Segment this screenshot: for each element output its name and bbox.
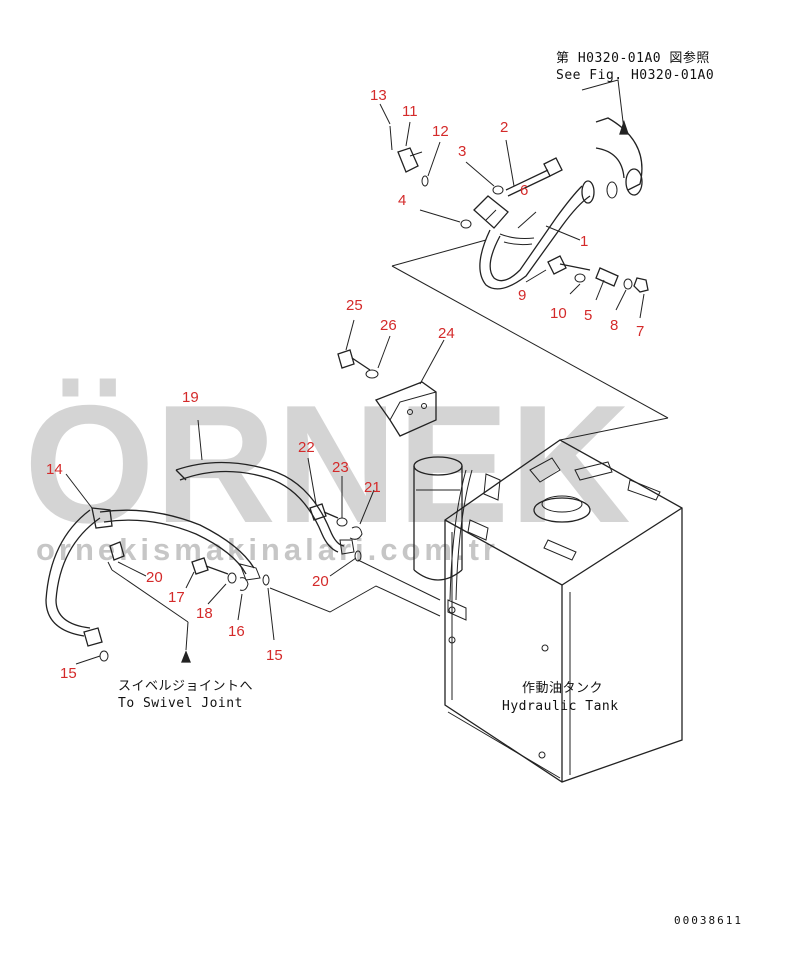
part-number: 5 bbox=[584, 307, 592, 324]
part-number: 16 bbox=[228, 623, 245, 640]
part-number: 19 bbox=[182, 389, 199, 406]
hose-assembly bbox=[45, 419, 441, 662]
part-number: 9 bbox=[518, 287, 526, 304]
part-number: 14 bbox=[46, 461, 63, 478]
swivel-joint-jp: スイベルジョイントへ bbox=[118, 679, 253, 694]
part-number: 20 bbox=[146, 569, 163, 586]
part-number: 25 bbox=[346, 297, 363, 314]
part-number: 7 bbox=[636, 323, 644, 340]
fig-reference-en: See Fig. H0320-01A0 bbox=[556, 68, 714, 83]
part-number: 20 bbox=[312, 573, 329, 590]
part-number: 15 bbox=[60, 665, 77, 682]
part-number: 8 bbox=[610, 317, 618, 334]
part-number: 13 bbox=[370, 87, 387, 104]
part-number: 15 bbox=[266, 647, 283, 664]
part-number: 11 bbox=[402, 103, 418, 120]
watermark: ÖRNEK ornekismakinalari.com.tr bbox=[24, 370, 631, 567]
part-number: 12 bbox=[432, 123, 449, 140]
part-number: 26 bbox=[380, 317, 397, 334]
part-number: 17 bbox=[168, 589, 185, 606]
swivel-joint-en: To Swivel Joint bbox=[118, 696, 243, 711]
part-number: 24 bbox=[438, 325, 455, 342]
fig-reference-jp: 第 H0320-01A0 図参照 bbox=[556, 50, 710, 66]
pipe-assembly bbox=[389, 117, 669, 441]
part-number: 6 bbox=[520, 182, 528, 199]
part-number: 4 bbox=[398, 192, 406, 209]
part-number: 22 bbox=[298, 439, 315, 456]
part-number: 23 bbox=[332, 459, 349, 476]
part-number: 21 bbox=[364, 479, 381, 496]
part-number: 18 bbox=[196, 605, 213, 622]
leader-lines bbox=[75, 79, 645, 665]
part-number: 10 bbox=[550, 305, 567, 322]
watermark-url: ornekismakinalari.com.tr bbox=[36, 532, 499, 567]
watermark-brand: ÖRNEK bbox=[24, 370, 631, 558]
bracket-assembly bbox=[337, 349, 437, 437]
drawing-number: 00038611 bbox=[674, 914, 743, 927]
tank-label-jp: 作動油タンク bbox=[522, 681, 603, 696]
part-labels: 1 2 3 4 5 6 7 8 9 10 11 12 13 14 15 15 1… bbox=[46, 87, 644, 682]
text-callouts: 第 H0320-01A0 図参照 See Fig. H0320-01A0 スイベ… bbox=[118, 50, 743, 927]
tank-label-en: Hydraulic Tank bbox=[502, 699, 619, 714]
hydraulic-tank bbox=[413, 439, 683, 783]
part-number: 3 bbox=[458, 143, 466, 160]
part-number: 2 bbox=[500, 119, 508, 136]
part-number: 1 bbox=[580, 233, 588, 250]
